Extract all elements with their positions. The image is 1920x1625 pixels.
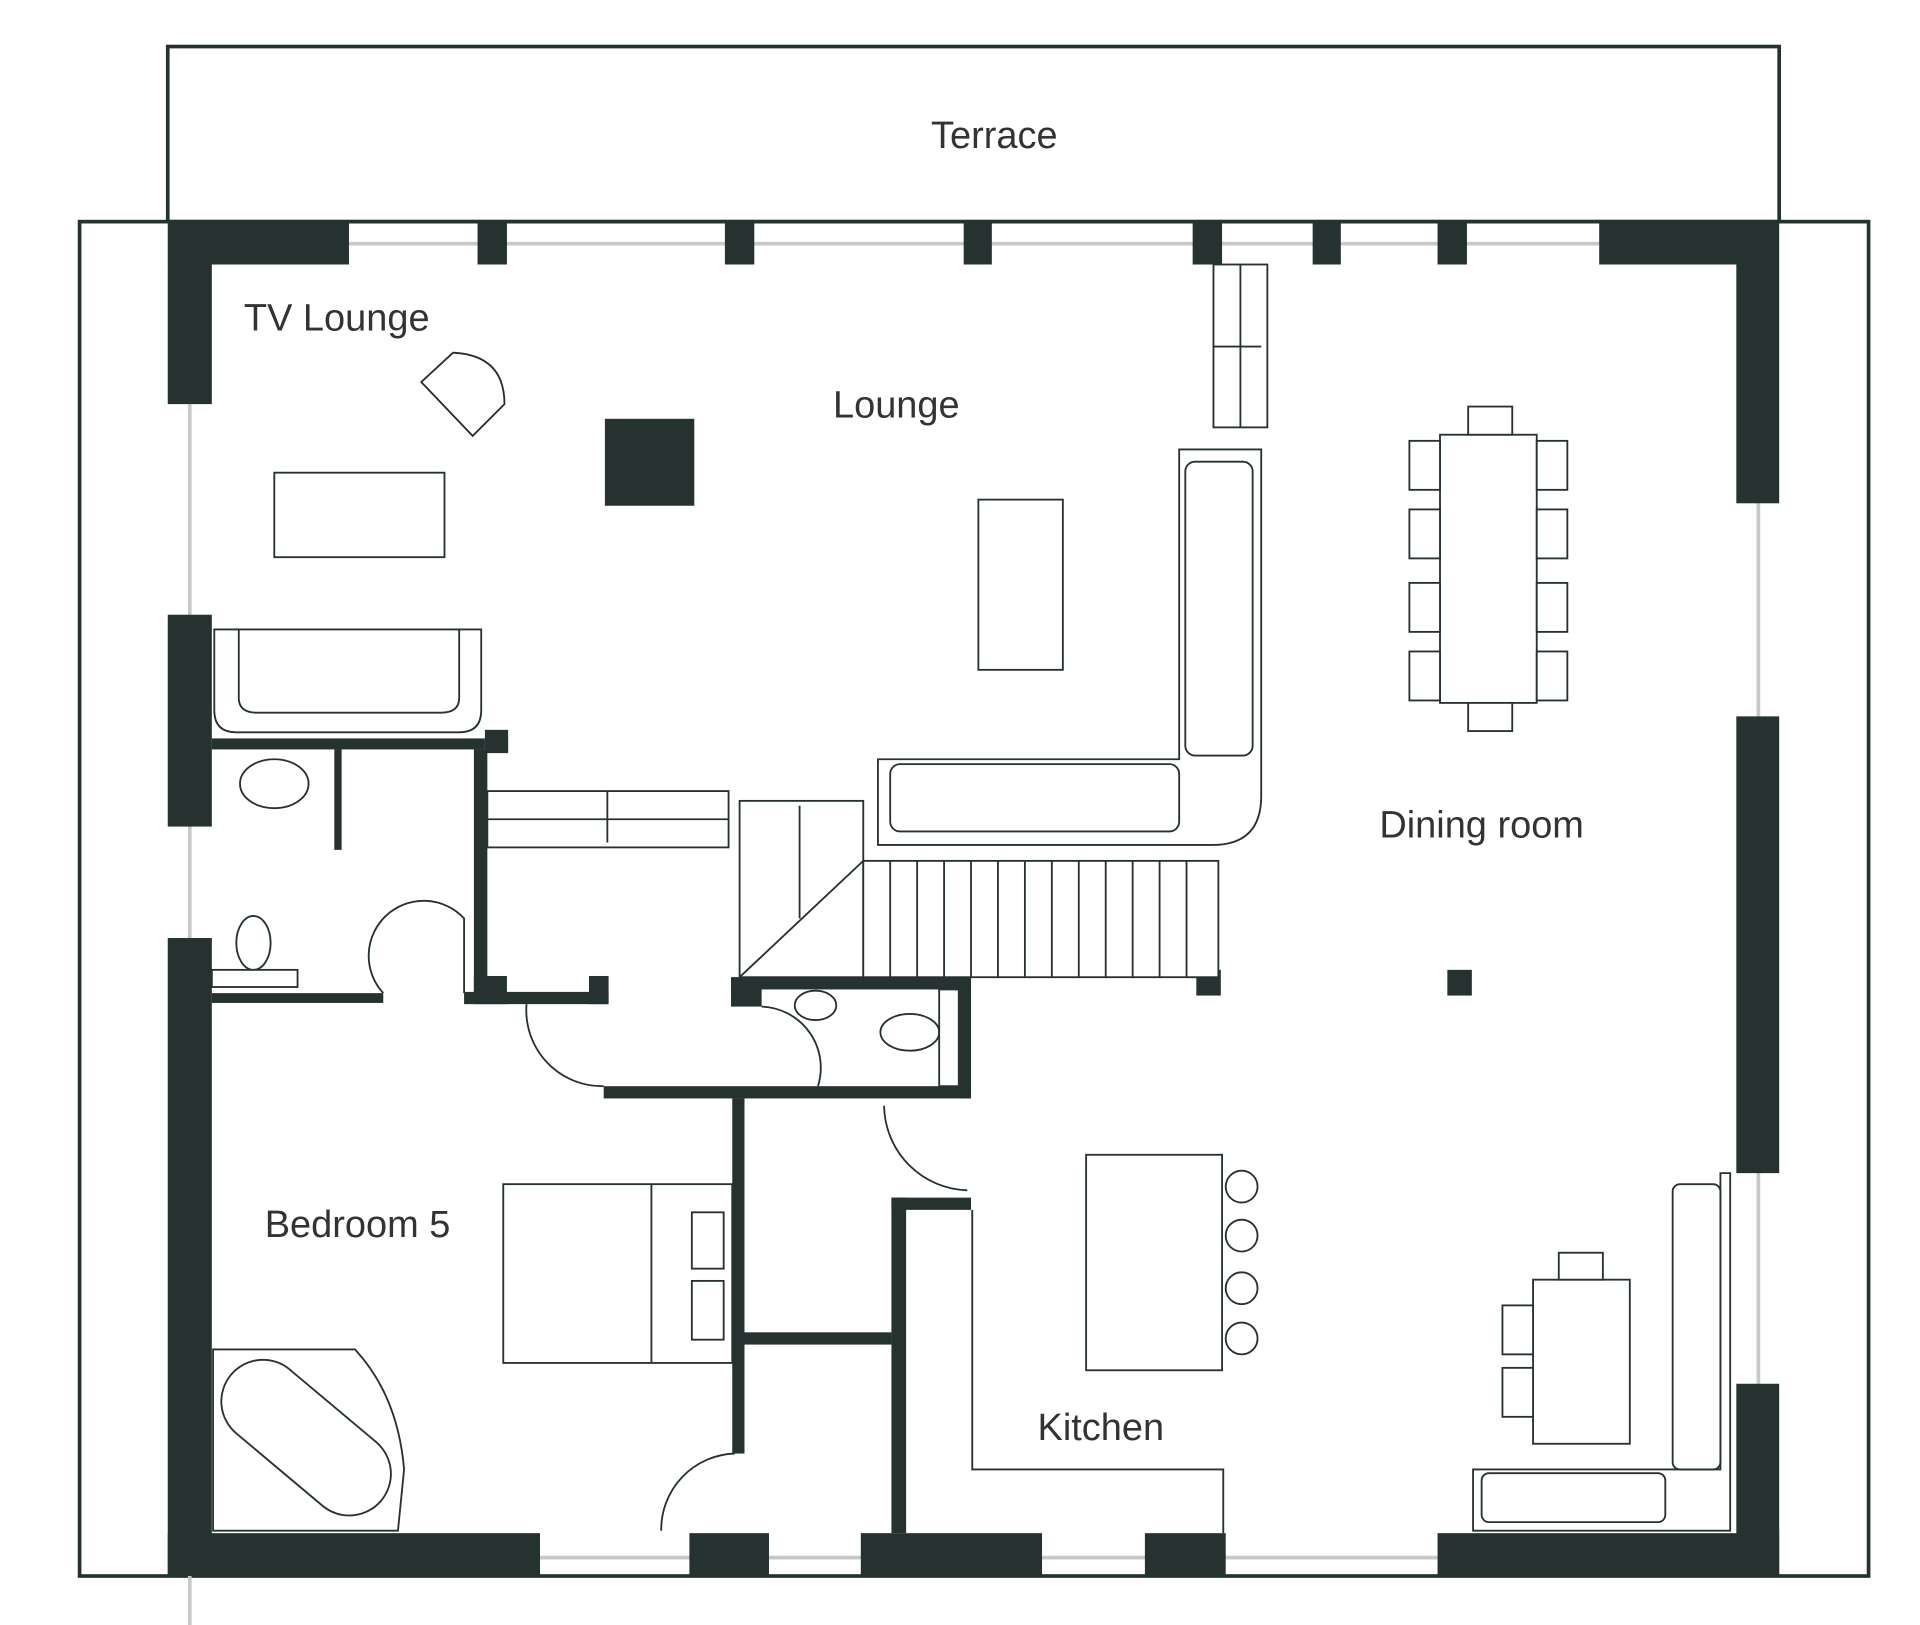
stairs [862,859,1220,979]
column [604,418,695,506]
room-label-lounge: Lounge [833,385,960,427]
walls [167,221,1780,1577]
room-label-bedroom-5: Bedroom 5 [265,1204,451,1246]
room-label-dining-room: Dining room [1379,805,1584,847]
room-label-kitchen: Kitchen [1038,1407,1165,1449]
furniture [210,263,1732,1534]
room-label-terrace: Terrace [931,115,1058,157]
room-label-tv-lounge: TV Lounge [244,298,430,340]
column [1447,969,1472,996]
